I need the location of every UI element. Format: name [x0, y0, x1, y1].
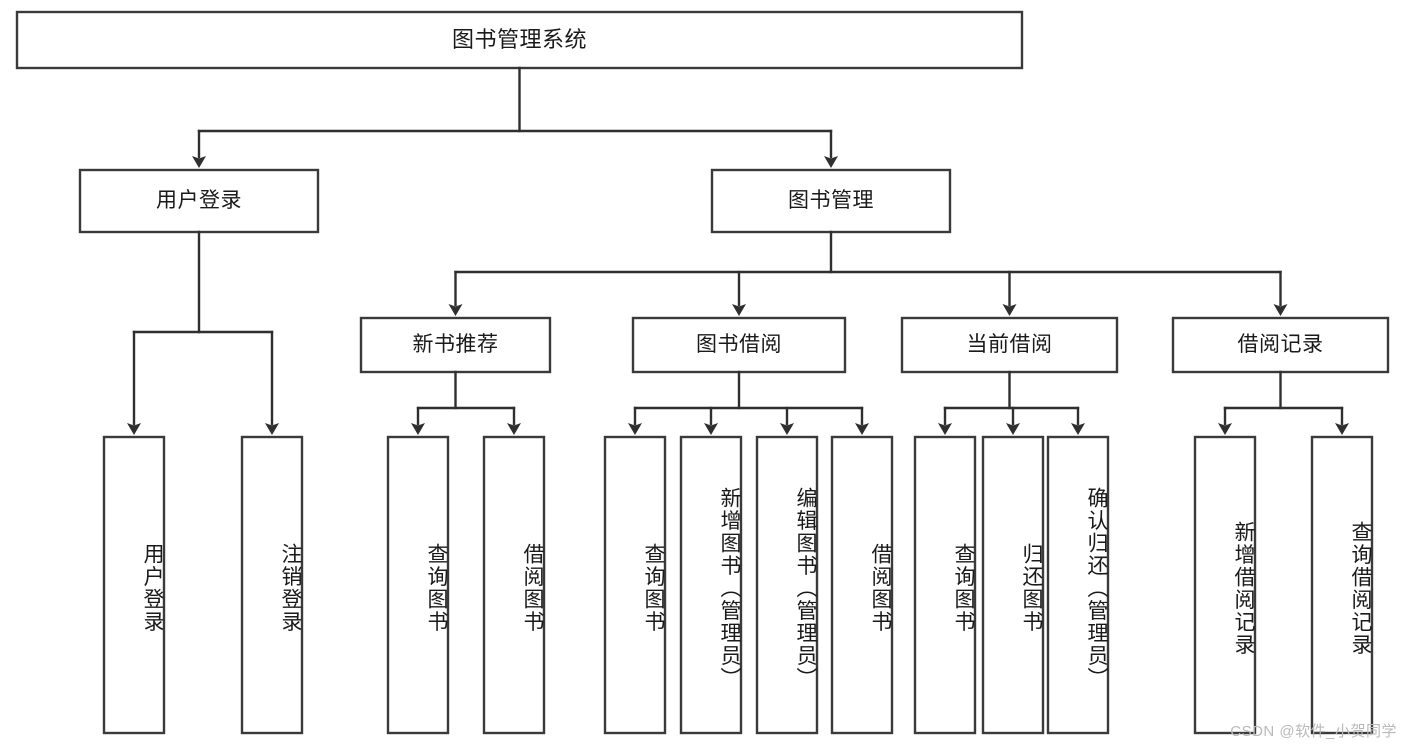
node-leaf-user-login	[102, 435, 166, 735]
node-leaf-borrow-book-2	[830, 435, 894, 735]
node-book-manage	[710, 168, 952, 234]
node-borrow-record	[1171, 316, 1390, 374]
node-leaf-logout	[240, 435, 304, 735]
node-leaf-confirm-return	[1046, 435, 1110, 735]
node-current-borrow	[900, 316, 1119, 374]
node-leaf-query-record	[1310, 435, 1374, 735]
node-leaf-edit-book	[755, 435, 819, 735]
node-links	[127, 66, 1349, 435]
node-leaf-add-record	[1193, 435, 1257, 735]
node-user-login	[78, 168, 320, 234]
node-leaf-borrow-book-1	[482, 435, 546, 735]
node-leaf-query-book-1	[386, 435, 450, 735]
node-leaf-return-book	[981, 435, 1045, 735]
node-new-book-rec	[359, 316, 552, 374]
watermark-text: CSDN @软件_小贺同学	[1230, 723, 1397, 740]
node-boxes	[15, 10, 1390, 735]
node-leaf-query-book-3	[913, 435, 977, 735]
node-leaf-query-book-2	[603, 435, 667, 735]
node-leaf-add-book	[679, 435, 743, 735]
node-root	[15, 10, 1024, 70]
node-book-borrow	[631, 316, 847, 374]
